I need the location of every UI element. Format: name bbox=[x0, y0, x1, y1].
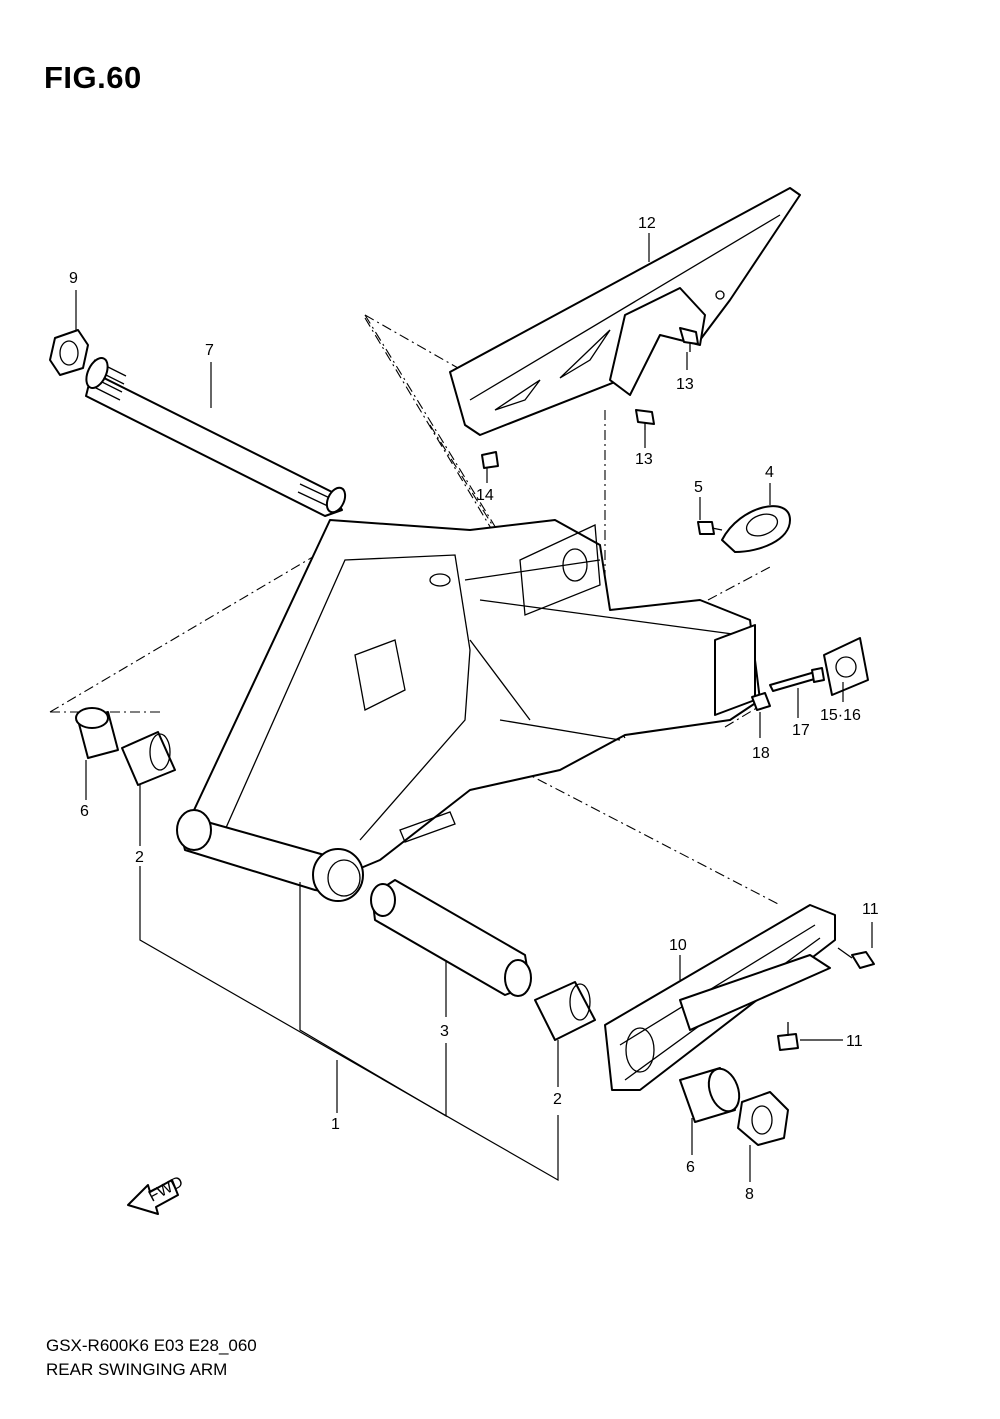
adjuster-bolt bbox=[769, 667, 825, 692]
callout-11-upper: 11 bbox=[862, 901, 879, 918]
callout-6-right: 6 bbox=[686, 1159, 695, 1176]
bearing-left bbox=[121, 731, 176, 786]
figure-title: FIG.60 bbox=[44, 60, 142, 95]
diagram-name: REAR SWINGING ARM bbox=[46, 1360, 228, 1379]
callout-9: 9 bbox=[69, 270, 78, 287]
callout-10: 10 bbox=[669, 937, 687, 954]
adjuster-nut bbox=[751, 692, 771, 711]
leader-lines bbox=[75, 233, 873, 1182]
callout-labels: 9 7 12 13 13 14 4 5 15·16 17 18 6 2 3 1 … bbox=[69, 215, 879, 1203]
chain-guard bbox=[449, 187, 801, 436]
callout-3: 3 bbox=[440, 1023, 449, 1040]
chain-buffer bbox=[604, 904, 836, 1091]
chain-guard-bolts bbox=[481, 327, 699, 469]
callout-13-lower: 13 bbox=[635, 451, 653, 468]
pivot-nut bbox=[49, 329, 89, 376]
callout-11-lower: 11 bbox=[846, 1033, 863, 1050]
chain-adjuster-plate bbox=[697, 505, 791, 553]
model-code: GSX-R600K6 E03 E28_060 bbox=[46, 1336, 257, 1355]
callout-5: 5 bbox=[694, 479, 703, 496]
callout-2-right: 2 bbox=[553, 1091, 562, 1108]
collar-left bbox=[75, 707, 119, 759]
buffer-bolts bbox=[777, 947, 875, 1051]
callout-18: 18 bbox=[752, 745, 770, 762]
callout-15-16: 15·16 bbox=[820, 707, 861, 724]
callout-13-upper: 13 bbox=[676, 376, 694, 393]
callout-8: 8 bbox=[745, 1186, 754, 1203]
spacer bbox=[370, 879, 532, 997]
collar-right bbox=[679, 1067, 741, 1123]
callout-2-left: 2 bbox=[135, 849, 144, 866]
callout-14: 14 bbox=[476, 487, 494, 504]
fwd-arrow: FWD bbox=[127, 1173, 186, 1215]
callout-4: 4 bbox=[765, 464, 774, 481]
swing-arm bbox=[176, 519, 761, 902]
pivot-shaft-nut bbox=[737, 1091, 789, 1146]
callout-17: 17 bbox=[792, 722, 810, 739]
bearing-right bbox=[534, 981, 596, 1041]
callout-7: 7 bbox=[205, 342, 214, 359]
callout-1: 1 bbox=[331, 1116, 340, 1133]
chain-adjuster-block bbox=[823, 637, 869, 696]
callout-12: 12 bbox=[638, 215, 656, 232]
callout-6-left: 6 bbox=[80, 803, 89, 820]
pivot-shaft bbox=[85, 357, 347, 517]
